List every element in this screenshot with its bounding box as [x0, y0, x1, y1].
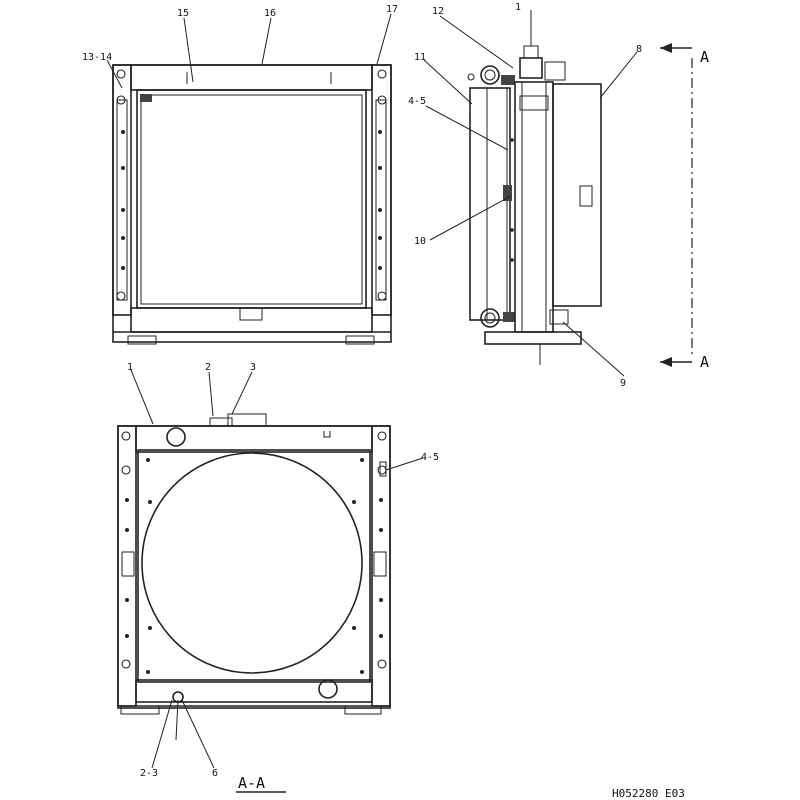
- label-part-4-5-front: 4-5: [421, 452, 439, 463]
- section-view: [117, 369, 424, 793]
- label-part-2-3: 2-3: [140, 768, 158, 779]
- label-part-11: 11: [414, 52, 426, 63]
- drawing-code: H052280 E03: [612, 787, 685, 800]
- label-part-17: 17: [386, 4, 398, 15]
- label-part-4-5-side: 4-5: [408, 96, 426, 107]
- label-part-12: 12: [432, 6, 444, 17]
- label-part-8: 8: [636, 44, 642, 55]
- label-part-1-front: 1: [127, 362, 133, 373]
- part-labels: 15 16 17 13-14 12 1 11 4-5 8 10 9 A A 1 …: [82, 2, 709, 800]
- label-part-2: 2: [205, 362, 211, 373]
- label-part-16: 16: [264, 8, 276, 19]
- section-arrow-label-top: A: [700, 48, 709, 66]
- label-part-9: 9: [620, 378, 626, 389]
- label-part-3: 3: [250, 362, 256, 373]
- label-part-13-14: 13-14: [82, 52, 112, 63]
- section-view-title: A-A: [238, 774, 265, 792]
- label-part-1-top: 1: [515, 2, 521, 13]
- section-arrow-label-bottom: A: [700, 353, 709, 371]
- label-part-10: 10: [414, 236, 426, 247]
- side-view: [423, 10, 693, 377]
- label-part-6: 6: [212, 768, 218, 779]
- label-part-15: 15: [177, 8, 189, 19]
- rear-view: [106, 13, 392, 345]
